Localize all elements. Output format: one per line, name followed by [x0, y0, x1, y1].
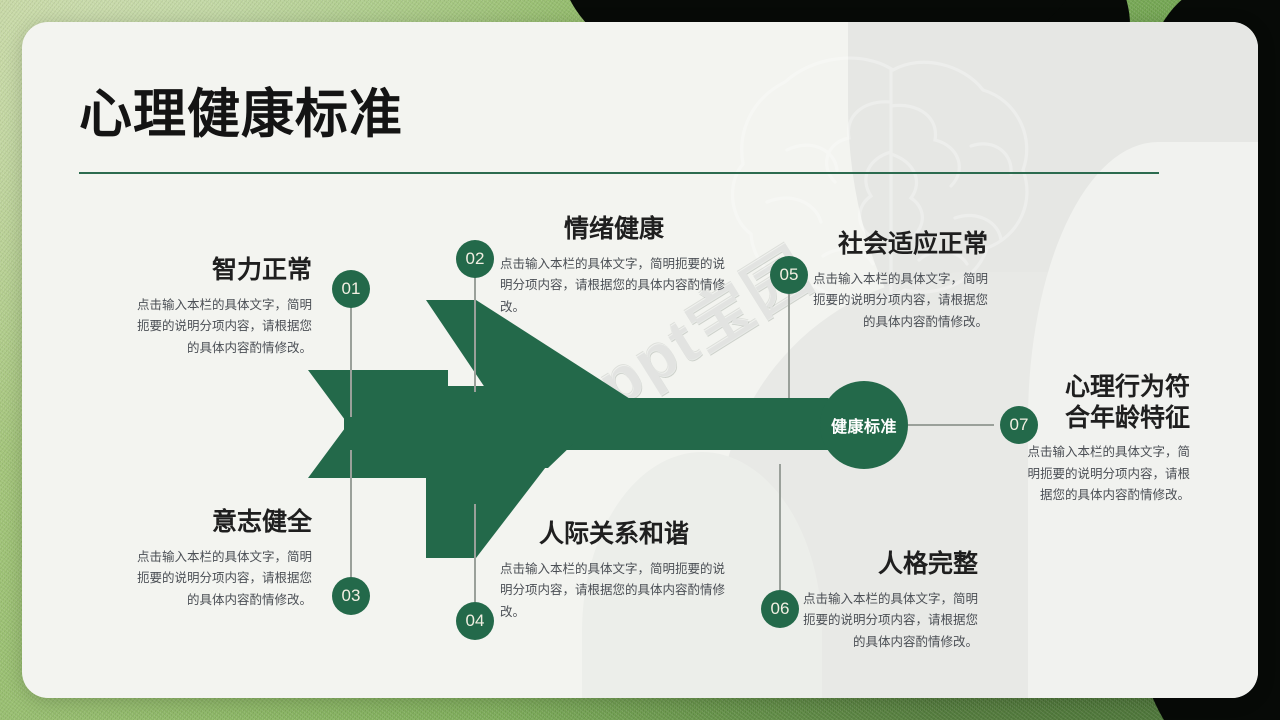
- title-underline: [79, 172, 1159, 174]
- connector-line-07: [908, 424, 994, 426]
- item-06-title: 人格完整: [877, 550, 978, 578]
- center-node[interactable]: 健康标准: [820, 381, 908, 469]
- item-05-body: 点击输入本栏的具体文字，简明扼要的说明分项内容，请根据您的具体内容酌情修改。: [812, 271, 988, 329]
- item-03[interactable]: 意志健全 点击输入本栏的具体文字，简明扼要的说明分项内容，请根据您的具体内容酌情…: [132, 507, 312, 611]
- badge-04-label: 04: [465, 611, 485, 630]
- item-07-body: 点击输入本栏的具体文字，简明扼要的说明分项内容，请根据您的具体内容酌情修改。: [1027, 445, 1190, 502]
- item-02[interactable]: 情绪健康 点击输入本栏的具体文字，简明扼要的说明分项内容，请根据您的具体内容酌情…: [500, 214, 728, 318]
- badge-03[interactable]: 03: [332, 577, 370, 615]
- item-07-title: 心理行为符 合年龄特征: [1064, 373, 1190, 432]
- badge-07[interactable]: 07: [1000, 406, 1038, 444]
- connector-line-02: [474, 274, 476, 392]
- badge-07-label: 07: [1009, 415, 1029, 434]
- item-04-body: 点击输入本栏的具体文字，简明扼要的说明分项内容，请根据您的具体内容酌情修改。: [500, 561, 726, 619]
- badge-04[interactable]: 04: [456, 602, 494, 640]
- item-01-body: 点击输入本栏的具体文字，简明扼要的说明分项内容，请根据您的具体内容酌情修改。: [136, 297, 312, 355]
- center-node-label: 健康标准: [830, 419, 897, 436]
- connector-line-03: [350, 450, 352, 577]
- badge-05-label: 05: [779, 265, 799, 284]
- connector-line-06: [779, 464, 781, 590]
- item-06[interactable]: 人格完整 点击输入本栏的具体文字，简明扼要的说明分项内容，请根据您的具体内容酌情…: [802, 549, 978, 653]
- item-03-body: 点击输入本栏的具体文字，简明扼要的说明分项内容，请根据您的具体内容酌情修改。: [136, 549, 312, 607]
- item-01[interactable]: 智力正常 点击输入本栏的具体文字，简明扼要的说明分项内容，请根据您的具体内容酌情…: [132, 255, 312, 359]
- badge-05[interactable]: 05: [770, 256, 808, 294]
- connector-line-05: [788, 294, 790, 398]
- item-07[interactable]: 心理行为符 合年龄特征 点击输入本栏的具体文字，简明扼要的说明分项内容，请根据您…: [1022, 372, 1190, 507]
- item-05-title: 社会适应正常: [837, 230, 988, 258]
- connector-line-01: [350, 302, 352, 417]
- badge-02-label: 02: [465, 249, 485, 268]
- badge-03-label: 03: [341, 586, 361, 605]
- badge-01[interactable]: 01: [332, 270, 370, 308]
- connector-line-04: [474, 504, 476, 602]
- item-02-body: 点击输入本栏的具体文字，简明扼要的说明分项内容，请根据您的具体内容酌情修改。: [500, 256, 726, 314]
- page-title: 心理健康标准: [79, 85, 403, 144]
- slide-card: ppt宝园 心理健康标准 01 02 03 04 05 06: [22, 22, 1258, 698]
- badge-06-label: 06: [770, 599, 790, 618]
- card-decor-shape-3: [1028, 142, 1258, 698]
- brain-icon: [730, 56, 1029, 303]
- item-01-title: 智力正常: [211, 256, 312, 284]
- airplane-icon: [308, 300, 861, 558]
- item-03-title: 意志健全: [211, 508, 312, 536]
- item-06-body: 点击输入本栏的具体文字，简明扼要的说明分项内容，请根据您的具体内容酌情修改。: [802, 591, 978, 649]
- badge-01-label: 01: [341, 279, 361, 298]
- item-04-title: 人际关系和谐: [538, 520, 689, 548]
- badge-02[interactable]: 02: [456, 240, 494, 278]
- item-02-title: 情绪健康: [563, 215, 664, 243]
- badge-06[interactable]: 06: [761, 590, 799, 628]
- item-04[interactable]: 人际关系和谐 点击输入本栏的具体文字，简明扼要的说明分项内容，请根据您的具体内容…: [500, 519, 728, 623]
- item-05[interactable]: 社会适应正常 点击输入本栏的具体文字，简明扼要的说明分项内容，请根据您的具体内容…: [812, 229, 988, 333]
